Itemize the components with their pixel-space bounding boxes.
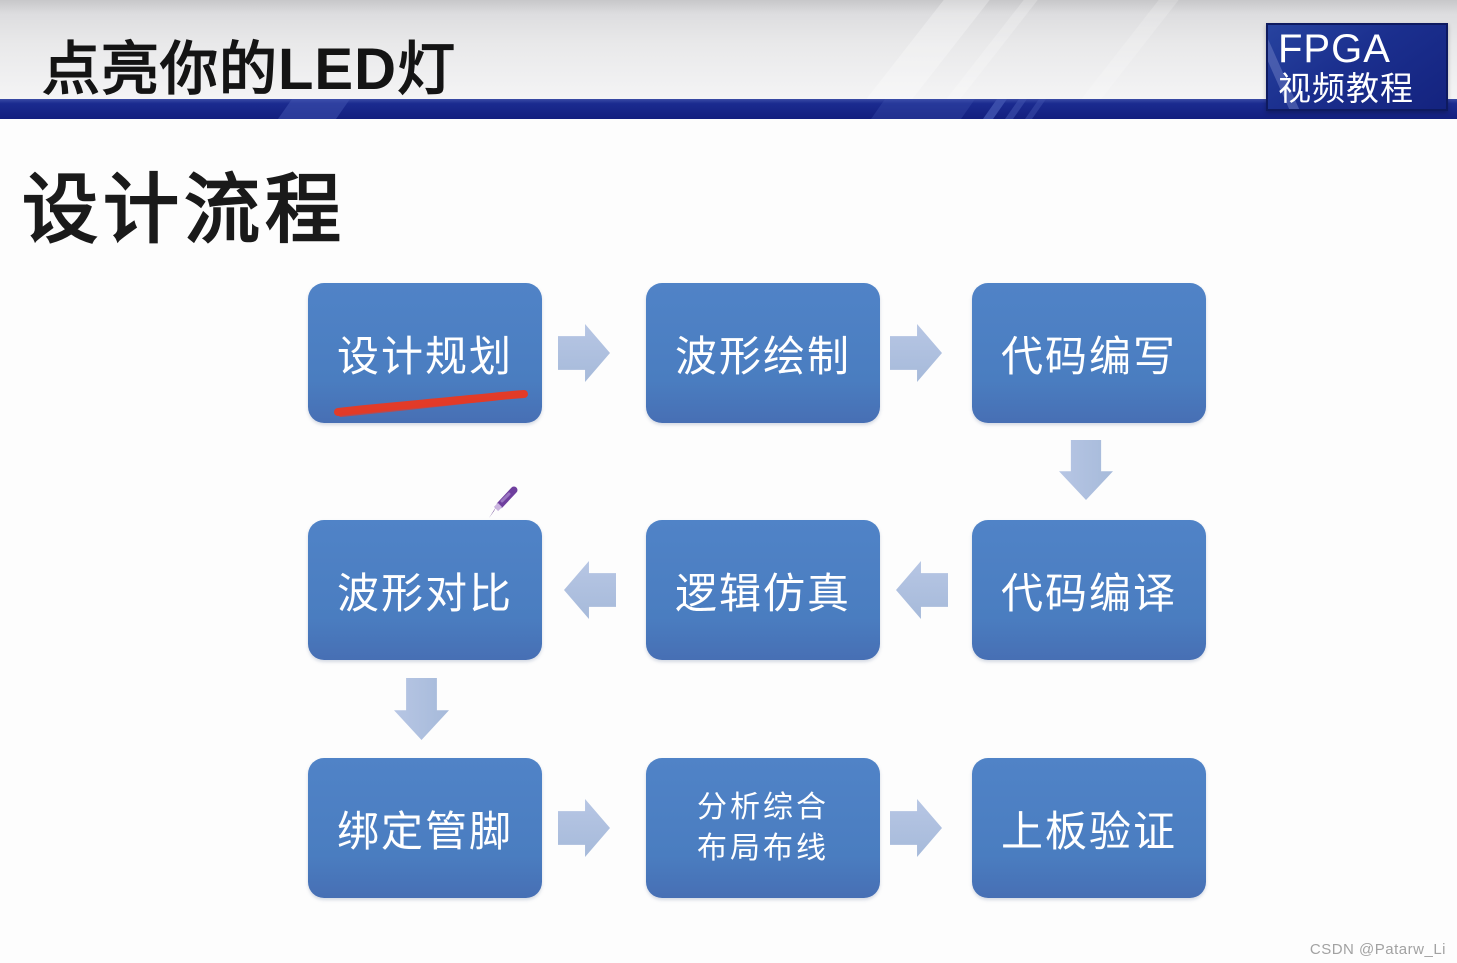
- flow-box-board-verification: 上板验证: [972, 758, 1206, 898]
- flow-box-pin-binding: 绑定管脚: [308, 758, 542, 898]
- flow-box-waveform-compare: 波形对比: [308, 520, 542, 660]
- flow-box-label: 设计规划: [336, 332, 513, 380]
- flow-box-label: 代码编译: [1000, 569, 1177, 617]
- flow-arrow-right-icon: [890, 799, 942, 857]
- flow-box-logic-simulation: 逻辑仿真: [646, 520, 880, 660]
- flow-arrow-left-icon: [896, 561, 948, 619]
- slide-title: 设计流程: [22, 168, 346, 253]
- pencil-cursor-icon: [489, 486, 518, 518]
- flow-box-label: 逻辑仿真: [674, 569, 851, 617]
- flow-box-synthesis-place-route: 分析综合 布局布线: [646, 758, 880, 898]
- badge-line2: 视频教程: [1278, 70, 1414, 107]
- bar-streak: [870, 99, 976, 119]
- flow-arrow-right-icon: [558, 324, 610, 382]
- flow-arrow-left-icon: [564, 561, 616, 619]
- fpga-tutorial-badge: FPGA 视频教程: [1266, 23, 1448, 111]
- csdn-watermark: CSDN @Patarw_Li: [1309, 941, 1446, 958]
- flow-box-label-line2: 布局布线: [697, 832, 829, 865]
- header-gloss-streak: [1081, 0, 1179, 99]
- flow-arrow-right-icon: [890, 324, 942, 382]
- flow-box-label: 上板验证: [1000, 807, 1177, 855]
- header-divider-bar: [0, 99, 1457, 119]
- bar-streak: [982, 99, 1008, 119]
- flow-box-label: 波形对比: [336, 569, 513, 617]
- flow-box-waveform-drawing: 波形绘制: [646, 283, 880, 423]
- lesson-title: 点亮你的LED灯: [42, 37, 457, 102]
- slide-header: 点亮你的LED灯: [0, 0, 1457, 102]
- bar-streak: [1024, 99, 1047, 119]
- flow-arrow-right-icon: [558, 799, 610, 857]
- flow-box-design-planning: 设计规划: [308, 283, 542, 423]
- flow-box-label-line1: 分析综合: [697, 791, 829, 824]
- flow-box-code-compile: 代码编译: [972, 520, 1206, 660]
- flow-box-label: 波形绘制: [674, 332, 851, 380]
- flow-arrow-down-icon: [1059, 440, 1113, 500]
- flow-box-label: 绑定管脚: [336, 807, 513, 855]
- flow-arrow-down-icon: [394, 678, 449, 740]
- bar-streak: [277, 99, 351, 119]
- bar-streak: [1004, 99, 1028, 119]
- badge-line1: FPGA: [1278, 27, 1391, 71]
- flow-box-label: 代码编写: [1000, 332, 1177, 380]
- flow-box-code-writing: 代码编写: [972, 283, 1206, 423]
